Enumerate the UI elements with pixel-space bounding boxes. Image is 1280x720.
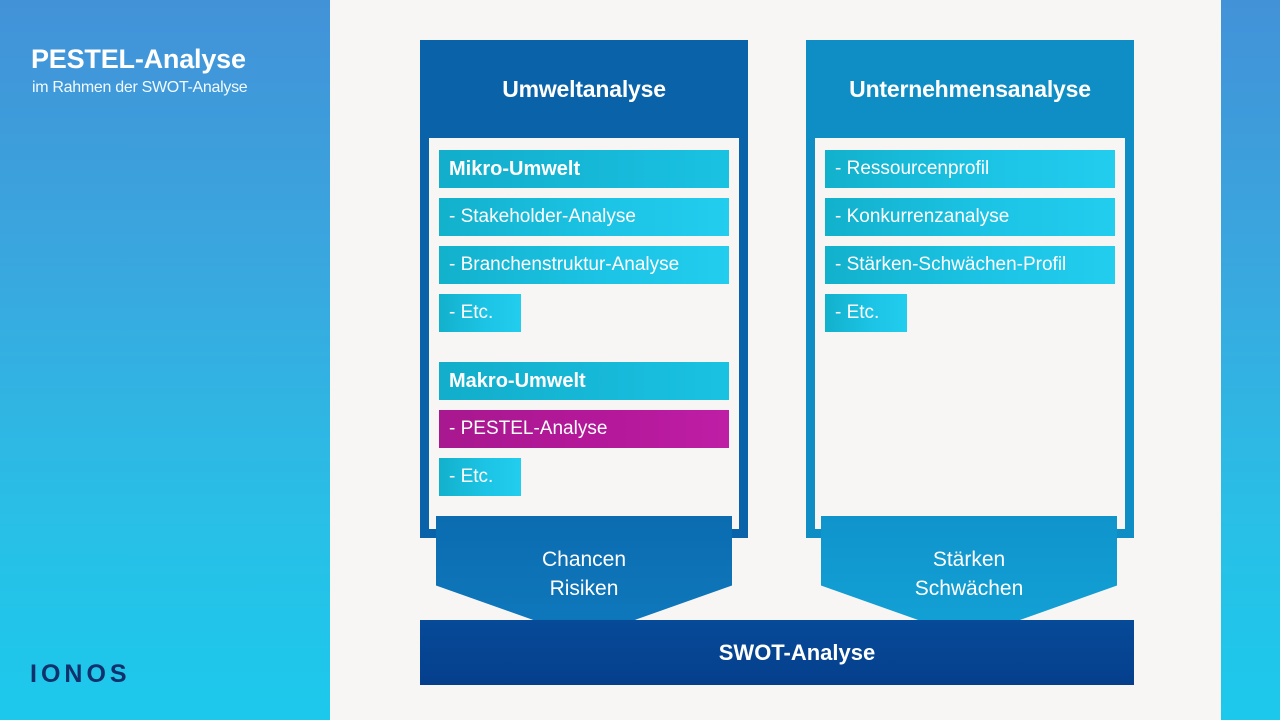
page-subtitle: im Rahmen der SWOT-Analyse: [32, 79, 248, 96]
column-umweltanalyse: Umweltanalyse Mikro-Umwelt - Stakeholder…: [420, 40, 748, 538]
list-item: - Ressourcenprofil: [825, 150, 1115, 188]
column-header-umweltanalyse: Umweltanalyse: [502, 76, 666, 102]
list-item-wrap: - Etc.: [439, 294, 729, 342]
column-body-umweltanalyse: Mikro-Umwelt - Stakeholder-Analyse - Bra…: [429, 138, 739, 529]
column-header-unternehmensanalyse: Unternehmensanalyse: [849, 76, 1091, 102]
right-accent-strip: [1221, 0, 1280, 720]
arrow-label-line2: Schwächen: [914, 577, 1024, 600]
list-item: - Etc.: [439, 294, 521, 332]
column-body-unternehmensanalyse: - Ressourcenprofil - Konkurrenzanalyse -…: [815, 138, 1125, 529]
arrow-label-line2: Risiken: [549, 577, 619, 600]
group-divider: [439, 342, 729, 362]
list-item-wrap: - Etc.: [439, 458, 729, 506]
list-item-wrap: - Etc.: [825, 294, 1115, 342]
arrow-label-line1: Stärken: [932, 548, 1006, 571]
page-title: PESTEL-Analyse: [31, 44, 246, 74]
list-item-highlighted-pestel: - PESTEL-Analyse: [439, 410, 729, 448]
ionos-logo: IONOS: [30, 660, 131, 688]
sidebar-panel: PESTEL-Analyse im Rahmen der SWOT-Analys…: [0, 0, 330, 720]
list-item: - Stakeholder-Analyse: [439, 198, 729, 236]
list-item: - Konkurrenzanalyse: [825, 198, 1115, 236]
swot-analyse-bar: SWOT-Analyse: [420, 620, 1134, 685]
list-item: - Etc.: [439, 458, 521, 496]
arrow-label-line1: Chancen: [541, 548, 627, 571]
list-item: - Branchenstruktur-Analyse: [439, 246, 729, 284]
list-item: - Etc.: [825, 294, 907, 332]
group-header-makro-umwelt: Makro-Umwelt: [439, 362, 729, 400]
column-unternehmensanalyse: Unternehmensanalyse - Ressourcenprofil -…: [806, 40, 1134, 538]
swot-analyse-label: SWOT-Analyse: [718, 639, 876, 665]
list-item: - Stärken-Schwächen-Profil: [825, 246, 1115, 284]
group-header-mikro-umwelt: Mikro-Umwelt: [439, 150, 729, 188]
